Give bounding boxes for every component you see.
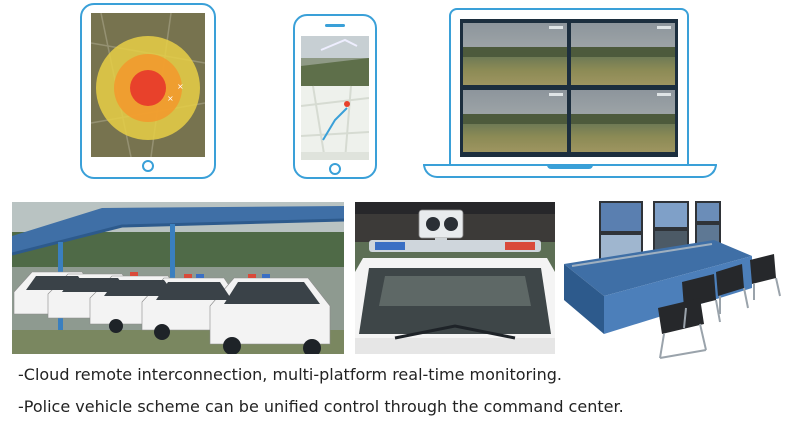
svg-text:×: × bbox=[177, 82, 184, 91]
vehicle-camera-graphic bbox=[355, 202, 555, 354]
police-fleet-graphic bbox=[12, 202, 344, 354]
laptop-video-grid bbox=[460, 19, 678, 157]
caption-line-2: -Police vehicle scheme can be unified co… bbox=[18, 397, 624, 416]
caption-line-1: -Cloud remote interconnection, multi-pla… bbox=[18, 365, 562, 384]
heatmap-graphic: × × bbox=[91, 13, 205, 157]
phone-map-graphic bbox=[301, 36, 369, 160]
heat-zone-red bbox=[130, 70, 166, 106]
laptop-device bbox=[449, 8, 689, 166]
camera-feed-2 bbox=[571, 23, 675, 85]
phone-home-button bbox=[329, 163, 341, 175]
camera-feed-3 bbox=[463, 90, 567, 152]
phone-speaker bbox=[325, 24, 345, 27]
svg-text:×: × bbox=[167, 94, 174, 103]
phone-device bbox=[293, 14, 377, 179]
laptop-notch bbox=[547, 164, 593, 169]
vehicle-camera bbox=[355, 202, 555, 354]
camera-feed-1 bbox=[463, 23, 567, 85]
tablet-heatmap-screen: × × bbox=[91, 13, 205, 157]
command-console-graphic bbox=[564, 200, 790, 360]
tablet-device: × × bbox=[80, 3, 216, 179]
tablet-home-button bbox=[142, 160, 154, 172]
camera-feed-4 bbox=[571, 90, 675, 152]
police-car-fleet bbox=[12, 202, 344, 354]
command-console bbox=[564, 200, 790, 360]
phone-screen bbox=[301, 36, 369, 160]
